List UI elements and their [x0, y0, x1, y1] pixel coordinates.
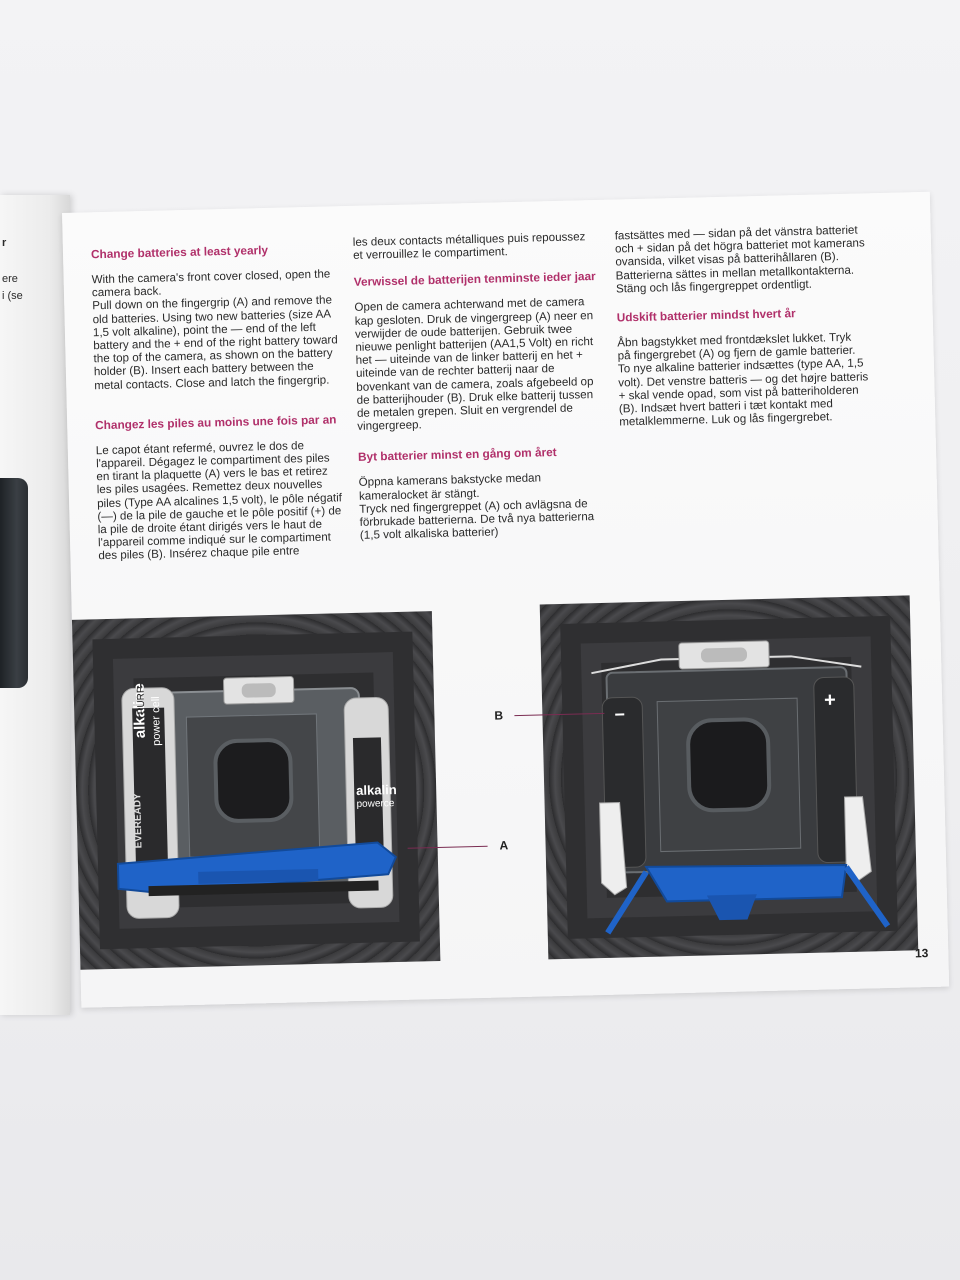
battery-compartment-illustration — [92, 631, 420, 950]
french-continued: les deux contacts métalliques puis repou… — [352, 230, 586, 263]
manual-page: Change batteries at least yearly With th… — [62, 191, 950, 1008]
callout-a-label: A — [499, 838, 509, 853]
prev-page-fragment-3: i (se — [2, 290, 23, 302]
swedish-continued: fastsättes med — sidan på det vänstra ba… — [614, 223, 865, 296]
right-battery-sub-label: powerce — [356, 798, 395, 810]
empty-compartment-illustration — [560, 615, 898, 939]
right-battery-brand-label: alkalin — [356, 781, 397, 798]
prev-page-fragment-1: r — [2, 237, 7, 249]
column-2: les deux contacts métalliques puis repou… — [353, 230, 606, 555]
heading-dutch: Verwissel de batterijen tenminste ieder … — [353, 269, 596, 290]
left-battery-sub-label: power cell — [149, 696, 164, 746]
photo-battery-compartment-with-batteries: alkaline power cell PURP EVEREADY alkali… — [71, 611, 441, 970]
column-1: Change batteries at least yearly With th… — [91, 242, 344, 576]
left-battery-top-label: PURP — [135, 686, 148, 715]
dutch-para-1: Open de camera achterwand met de camera … — [354, 295, 594, 434]
danish-para-1: Åbn bagstykket med frontdækslet lukket. … — [617, 330, 869, 429]
column-3: fastsättes med — sidan på det vänstra ba… — [615, 223, 870, 441]
heading-english: Change batteries at least yearly — [90, 242, 269, 262]
left-battery-bottom-label: EVEREADY — [132, 793, 145, 849]
photo-battery-compartment-empty: − + — [539, 595, 919, 960]
heading-swedish: Byt batterier minst en gång om året — [357, 445, 557, 465]
heading-danish: Udskift batterier mindst hvert år — [616, 306, 796, 325]
swedish-para-2: Tryck ned fingergreppet (A) och avlägsna… — [359, 497, 595, 543]
plus-marker: + — [823, 689, 837, 712]
prev-page-camera-photo — [0, 478, 28, 688]
page-number: 13 — [914, 946, 929, 961]
french-para-1: Le capot étant refermé, ouvrez le dos de… — [95, 438, 343, 563]
english-para-2: Pull down on the fingergrip (A) and remo… — [92, 293, 338, 392]
callout-b-label: B — [494, 708, 504, 723]
prev-page-fragment-2: ere — [2, 273, 18, 285]
minus-marker: − — [614, 704, 626, 725]
